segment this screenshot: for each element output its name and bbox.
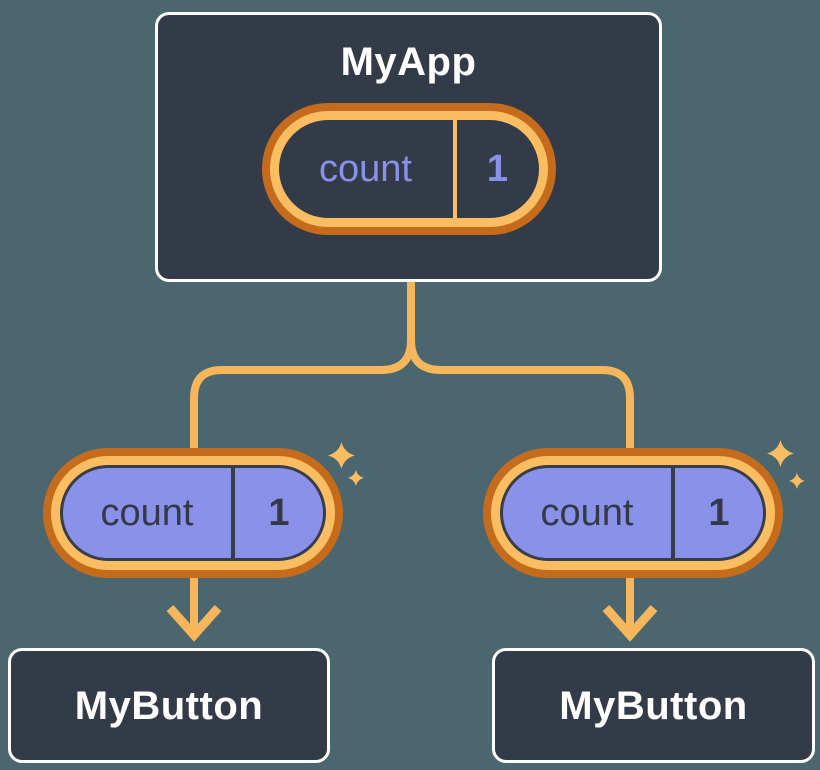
component-title: MyButton: [559, 683, 748, 728]
sparkle-small-icon: [348, 470, 364, 486]
state-pill-root: count 1: [261, 103, 556, 235]
state-pill-right-child: count 1: [483, 448, 783, 578]
state-value: 1: [268, 491, 290, 534]
arrow-down-icon: [166, 605, 222, 642]
component-title: MyApp: [340, 40, 477, 84]
state-pill-divider: [671, 468, 675, 558]
state-pill-ring: count 1: [51, 456, 335, 570]
sparkle-group-left-child: [328, 442, 364, 486]
sparkle-group-right-child: [767, 440, 805, 489]
state-pill-body: count 1: [278, 120, 539, 218]
sparkle-large-icon: [328, 442, 355, 469]
state-pill-divider: [231, 468, 235, 558]
state-pill-ring: count 1: [269, 111, 548, 227]
state-value: 1: [708, 491, 730, 534]
state-value: 1: [486, 147, 509, 190]
component-node-mybutton-right: MyButton: [492, 648, 815, 763]
state-pill-left-child: count 1: [43, 448, 343, 578]
state-pill-ring: count 1: [491, 456, 775, 570]
edge-root-to-right-child: [407, 278, 634, 634]
state-pill-body: count 1: [60, 465, 326, 561]
sparkle-large-icon: [767, 440, 794, 467]
arrow-down-icon: [602, 605, 658, 642]
state-name: count: [100, 491, 194, 534]
component-node-mybutton-left: MyButton: [8, 648, 330, 763]
sparkle-small-icon: [789, 473, 805, 489]
component-node-myapp: MyApp count 1: [155, 12, 662, 282]
component-title: MyButton: [74, 683, 264, 728]
state-name: count: [319, 147, 412, 190]
state-pill-body: count 1: [500, 465, 766, 561]
state-pill-divider: [452, 120, 457, 218]
state-name: count: [540, 491, 634, 534]
